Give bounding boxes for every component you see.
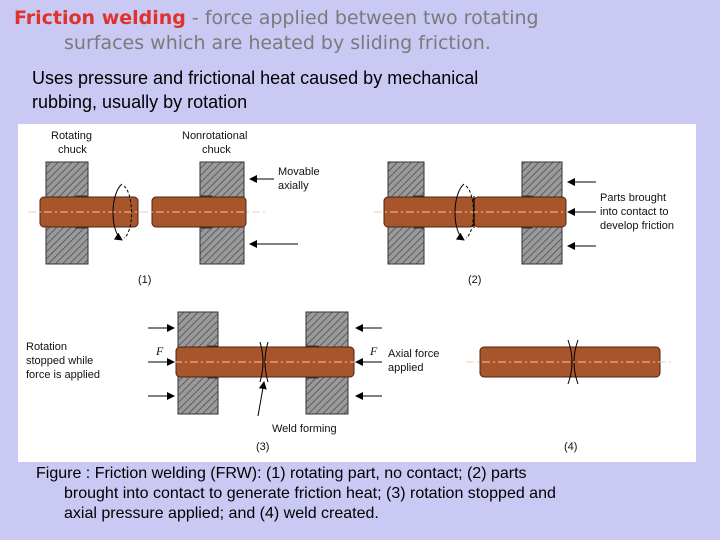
- force-symbol-right: F: [369, 344, 378, 358]
- caption-line3: axial pressure applied; and (4) weld cre…: [64, 505, 379, 522]
- label-nonrotational: Nonrotational: [182, 130, 247, 142]
- figure-svg: Rotating chuck Nonrotational chuck Movab…: [26, 130, 674, 453]
- title-line1: - force applied between two rotating: [185, 7, 539, 29]
- label-force-applied: force is applied: [26, 369, 100, 381]
- label-rotation: Rotation: [26, 341, 67, 353]
- slide-title: Friction welding - force applied between…: [14, 6, 714, 56]
- step-2-label: (2): [468, 274, 481, 286]
- panel-1: Rotating chuck Nonrotational chuck Movab…: [28, 130, 320, 286]
- panel-2: Parts brought into contact to develop fr…: [374, 161, 674, 286]
- label-chuck-1: chuck: [58, 144, 87, 156]
- subtitle: Uses pressure and frictional heat caused…: [32, 66, 632, 114]
- rotation-arrow-1: [112, 183, 123, 241]
- label-parts-brought: Parts brought: [600, 192, 666, 204]
- label-stopped-while: stopped while: [26, 355, 93, 367]
- label-axial-force: Axial force: [388, 348, 439, 360]
- subtitle-line2: rubbing, usually by rotation: [32, 92, 248, 112]
- title-line2: surfaces which are heated by sliding fri…: [64, 32, 491, 54]
- rotation-arrow-2: [454, 183, 465, 241]
- figure-caption: Figure : Friction welding (FRW): (1) rot…: [36, 464, 696, 524]
- subtitle-line1: Uses pressure and frictional heat caused…: [32, 68, 479, 88]
- step-1-label: (1): [138, 274, 151, 286]
- label-into-contact: into contact to: [600, 206, 669, 218]
- panel-3: Rotation stopped while force is applied …: [26, 311, 439, 453]
- friction-welding-figure: Rotating chuck Nonrotational chuck Movab…: [18, 124, 696, 462]
- caption-line1: Figure : Friction welding (FRW): (1) rot…: [36, 465, 527, 482]
- step-3-label: (3): [256, 441, 269, 453]
- step-4-label: (4): [564, 441, 577, 453]
- label-chuck-2: chuck: [202, 144, 231, 156]
- label-rotating: Rotating: [51, 130, 92, 142]
- weld-forming-leader: [257, 381, 267, 417]
- title-term: Friction welding: [14, 7, 186, 29]
- label-axially: axially: [278, 180, 309, 192]
- label-movable: Movable: [278, 166, 320, 178]
- caption-line2: brought into contact to generate frictio…: [64, 485, 556, 502]
- label-weld-forming: Weld forming: [272, 423, 337, 435]
- force-symbol-left: F: [155, 344, 164, 358]
- label-axial-applied: applied: [388, 362, 423, 374]
- label-develop-friction: develop friction: [600, 220, 674, 232]
- panel-4: (4): [466, 339, 674, 453]
